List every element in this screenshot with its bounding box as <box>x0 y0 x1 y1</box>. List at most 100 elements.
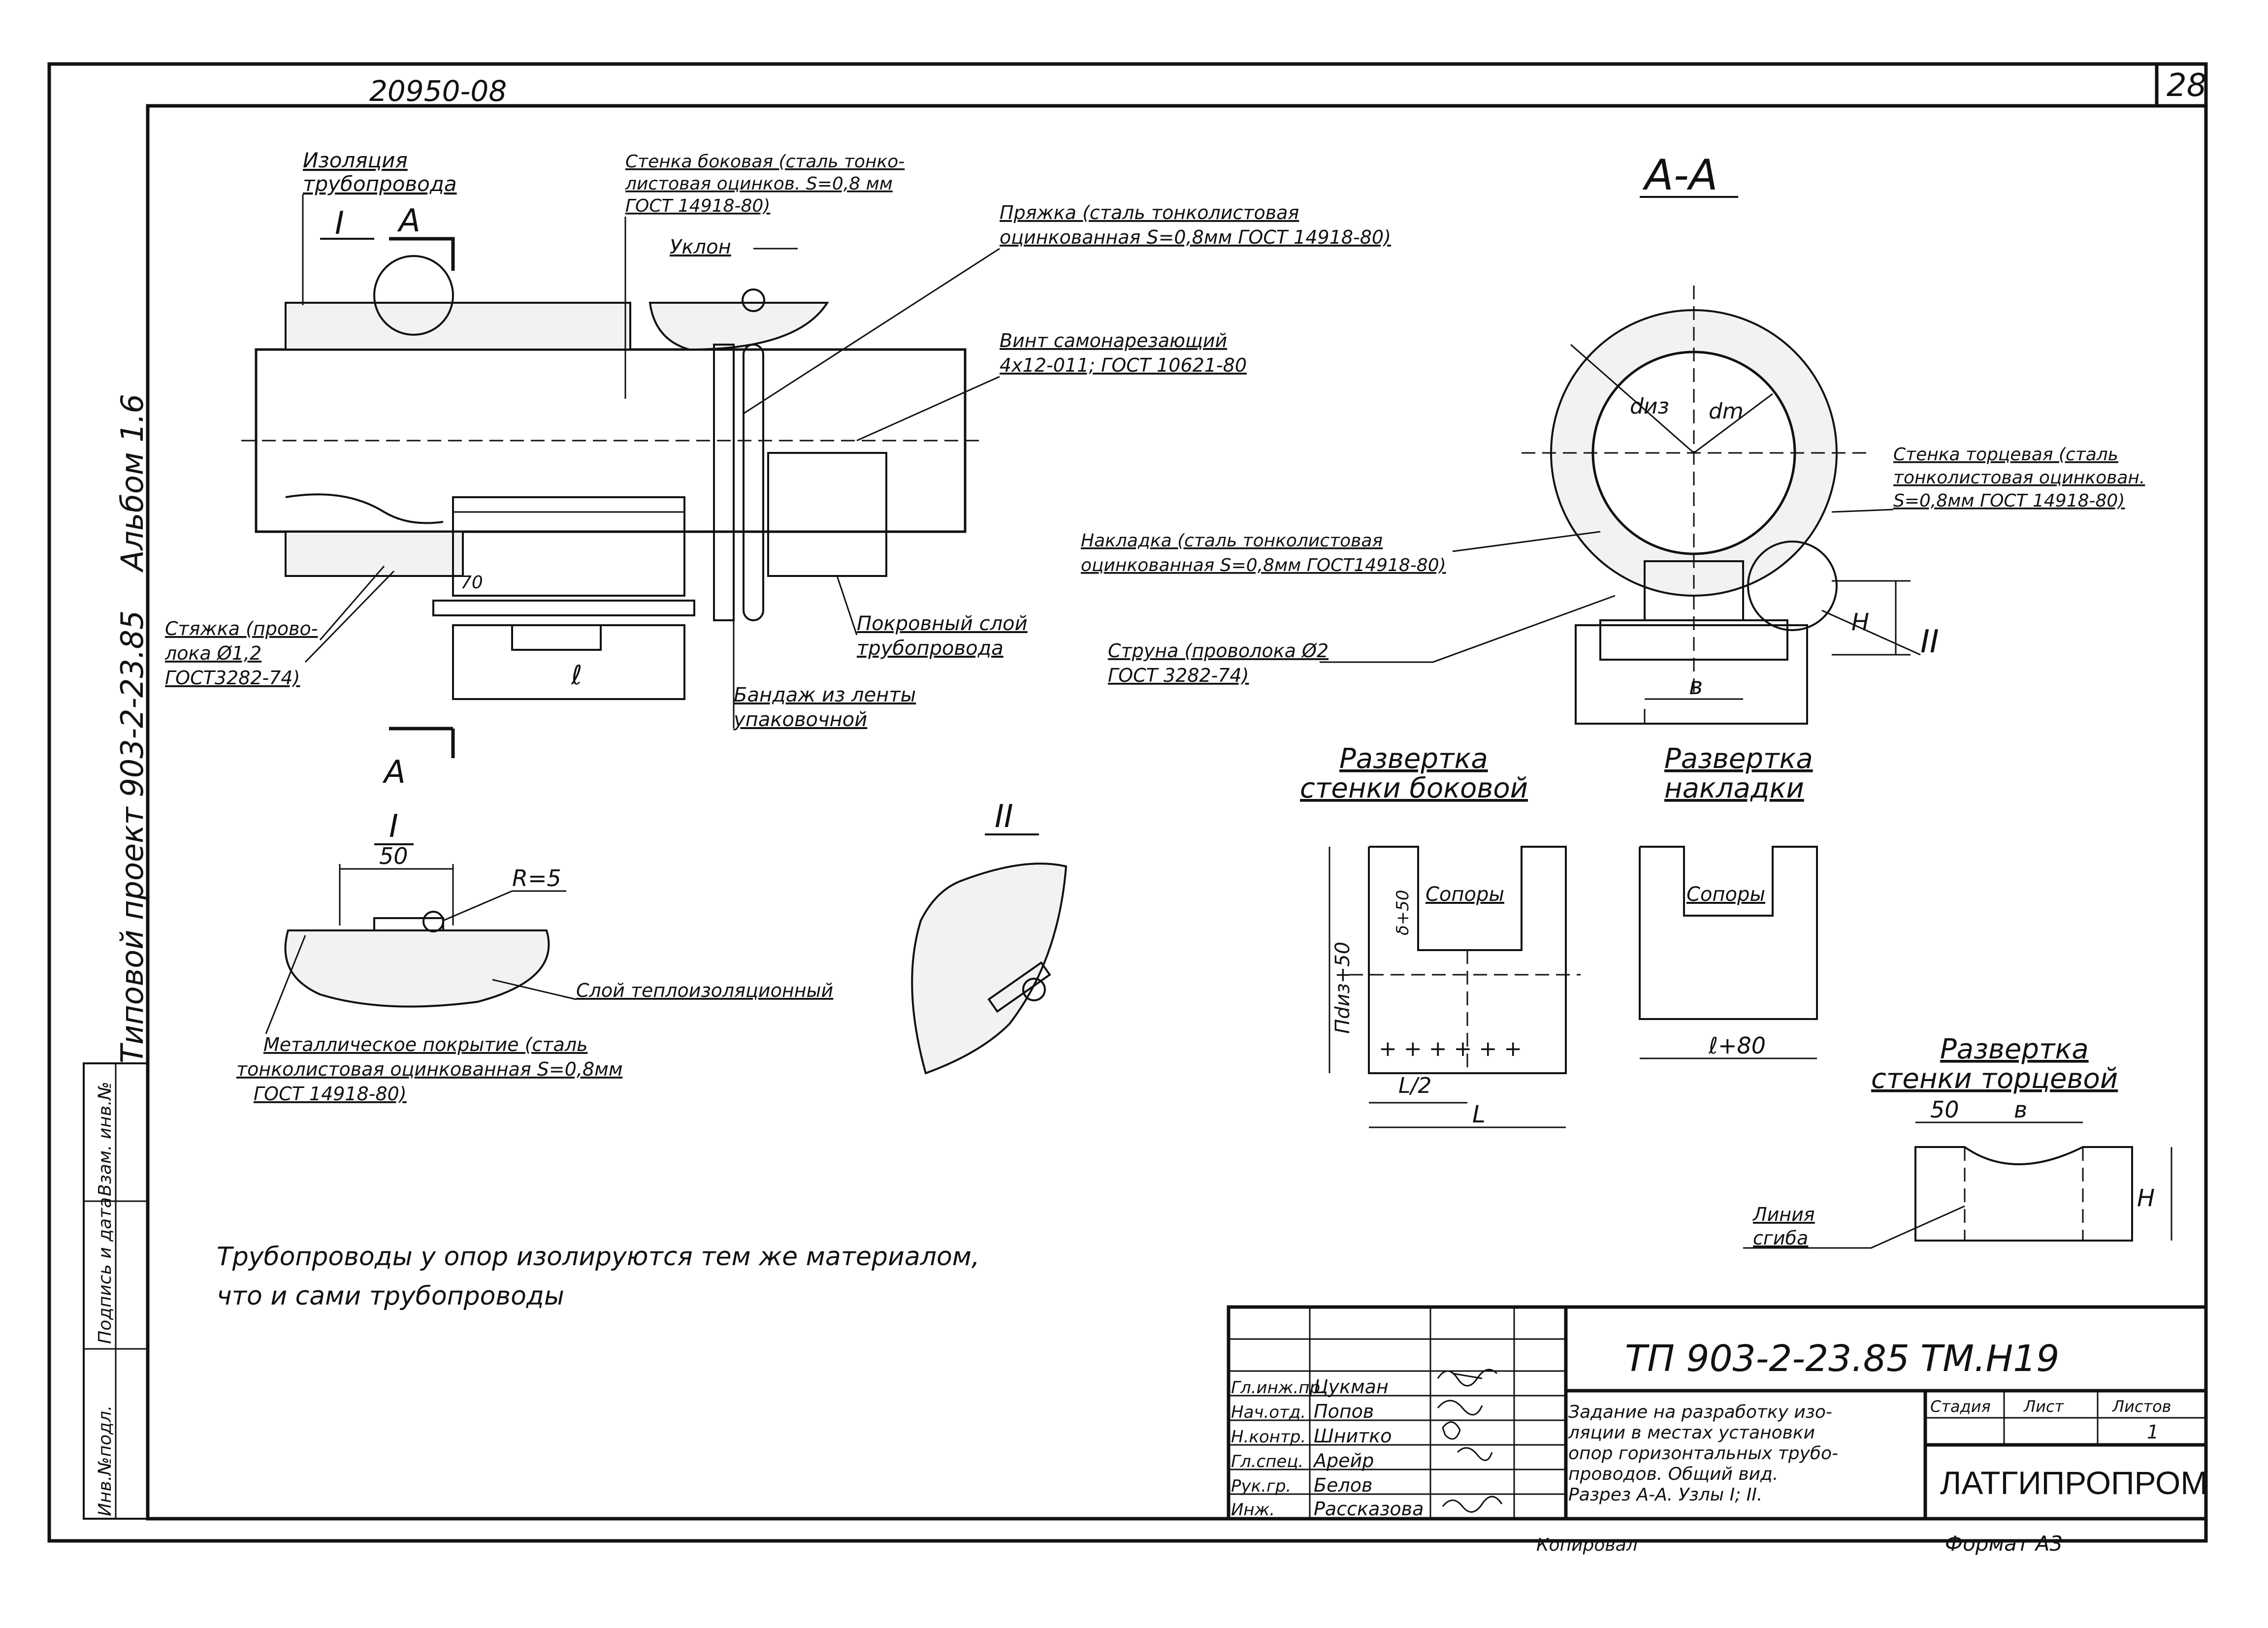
development-end-dim-50: 50 <box>1930 1096 1959 1123</box>
sheets-value: 1 <box>2147 1421 2159 1443</box>
node-I-mark: I <box>335 205 344 242</box>
development-overlay: Развертка накладки Сопоры ℓ+80 <box>1639 743 1818 1059</box>
node-II-mark: II <box>1920 624 1939 660</box>
side-wall-label-1: Стенка боковая (сталь тонко- <box>625 152 905 172</box>
development-end-dim-b: в <box>2014 1096 2027 1123</box>
development-end-title-2: стенки торцевой <box>1871 1063 2118 1095</box>
name-2: Шнитко <box>1314 1425 1392 1447</box>
development-overlay-support: Сопоры <box>1686 883 1765 906</box>
role-2: Н.контр. <box>1231 1427 1306 1447</box>
cover-layer-label-2: трубопровода <box>857 637 1004 660</box>
detail-II: II <box>911 798 1068 1075</box>
archive-number: 20950-08 <box>369 74 507 108</box>
d-m-label: dm <box>1709 399 1744 424</box>
name-4: Белов <box>1314 1474 1372 1496</box>
development-side-title-2: стенки боковой <box>1300 772 1528 804</box>
node-I-circle <box>373 255 454 336</box>
description-line-5: Разрез А-А. Узлы I; II. <box>1568 1485 1762 1505</box>
section-support-base <box>1575 624 1808 725</box>
buckle <box>743 344 764 621</box>
development-side-support: Сопоры <box>1426 883 1504 906</box>
title-block: ТП 903-2-23.85 ТМ.Н19 Гл.инж.пр. Нач.отд… <box>1227 1305 2208 1556</box>
development-side-title-1: Развертка <box>1339 743 1488 775</box>
main-view-labels: Изоляция трубопровода Стенка боковая (ст… <box>164 148 1391 731</box>
outer-frame <box>47 62 2208 1543</box>
role-5: Инж. <box>1231 1500 1275 1520</box>
album-label: Альбом 1.6 <box>114 394 150 573</box>
section-dim-b: в <box>1689 672 1703 700</box>
signature-0 <box>1437 1369 1498 1387</box>
detail-I-section <box>284 929 550 1008</box>
development-end-outline <box>1914 1146 2133 1242</box>
project-label: Типовой проект 903-2-23.85 <box>114 610 150 1063</box>
signature-5 <box>1442 1496 1503 1513</box>
screw-label-2: 4х12-011; ГОСТ 10621-80 <box>1000 354 1247 376</box>
section-aa-title: А-А <box>1642 151 1718 200</box>
description-line-1: Задание на разработку изо- <box>1568 1402 1832 1422</box>
note-line-1: Трубопроводы у опор изолируются тем же м… <box>217 1242 980 1272</box>
dim-70: 70 <box>460 573 483 593</box>
string-label-1: Струна (проволока Ø2 <box>1108 640 1328 662</box>
insulation-top <box>285 302 631 351</box>
stamp-sign-label: Подпись и дата <box>95 1197 115 1344</box>
string-label-2: ГОСТ 3282-74) <box>1108 665 1249 686</box>
detail-II-title: II <box>995 798 1013 835</box>
development-side-dim-small: δ+50 <box>1393 890 1413 935</box>
signature-2 <box>1442 1421 1493 1461</box>
tie-label-3: ГОСТ3282-74) <box>165 667 300 689</box>
development-overlay-title-2: накладки <box>1664 772 1804 804</box>
development-overlay-outline <box>1639 846 1818 1020</box>
overlay-label-2: оцинкованная S=0,8мм ГОСТ14918-80) <box>1081 555 1446 575</box>
development-end: Развертка стенки торцевой 50 в H Линия с… <box>1743 1033 2172 1249</box>
pipe-stub <box>767 452 887 577</box>
development-end-dim-H: H <box>2137 1184 2155 1212</box>
sheets-header: Листов <box>2112 1397 2171 1416</box>
section-dim-h: H <box>1851 608 1869 636</box>
detail-I-radius: R=5 <box>512 865 561 892</box>
detail-I-dim-50: 50 <box>379 843 408 869</box>
section-aa: А-А dиз dm H в II Стенка торцевая (сталь… <box>1081 151 2145 725</box>
role-4: Рук.гр. <box>1231 1476 1291 1496</box>
band <box>713 344 735 621</box>
name-5: Рассказова <box>1314 1498 1424 1520</box>
title-mark: ТМ.Н19 <box>1920 1338 2059 1380</box>
end-wall-label-2: тонколистовая оцинкован. <box>1893 468 2145 488</box>
description-line-4: проводов. Общий вид. <box>1568 1464 1778 1484</box>
section-a-bottom: А <box>382 754 406 791</box>
side-wall-label-2: листовая оцинков. S=0,8 мм <box>625 174 893 194</box>
stamp-replace-label: Взам. инв.№ <box>95 1082 115 1196</box>
node-II-circle <box>1747 541 1838 631</box>
support-base <box>452 624 685 700</box>
d-iz-label: dиз <box>1630 394 1669 419</box>
sheet-header: Лист <box>2023 1397 2064 1416</box>
development-side-dim-L: L <box>1472 1101 1486 1128</box>
screw-label-1: Винт самонарезающий <box>1000 330 1227 351</box>
development-overlay-title-1: Развертка <box>1664 743 1813 775</box>
svg-text:+ + + + + +: + + + + + + <box>1379 1036 1522 1061</box>
copied-label: Копировал <box>1536 1535 1638 1555</box>
insulation-cut <box>648 302 829 351</box>
name-3: Арейр <box>1312 1450 1374 1471</box>
support-saddle <box>452 496 685 597</box>
description-line-3: опор горизонтальных трубо- <box>1568 1443 1838 1464</box>
insulation-bottom <box>285 531 464 577</box>
name-1: Попов <box>1314 1401 1374 1422</box>
end-wall-label-3: S=0,8мм ГОСТ 14918-80) <box>1893 491 2125 511</box>
fold-line-label-1: Линия <box>1752 1204 1815 1225</box>
development-side-dim-vertical: Пdиз+50 <box>1331 942 1354 1034</box>
role-1: Нач.отд. <box>1231 1403 1306 1422</box>
metal-cover-label-2: тонколистовая оцинкованная S=0,8мм <box>236 1058 623 1080</box>
tie-label-2: лока Ø1,2 <box>164 642 261 664</box>
format-label: Формат А3 <box>1945 1532 2063 1556</box>
metal-cover-label-1: Металлическое покрытие (сталь <box>263 1034 588 1055</box>
title-code: ТП 903-2-23.85 <box>1625 1338 1910 1380</box>
development-side: Развертка стенки боковой + + + + + + Соп… <box>1300 743 1581 1128</box>
buckle-label-2: оцинкованная S=0,8мм ГОСТ 14918-80) <box>1000 226 1391 248</box>
buckle-label-1: Пряжка (сталь тонколистовая <box>1000 202 1299 223</box>
note-line-2: что и сами трубопроводы <box>217 1281 564 1311</box>
development-overlay-dim: ℓ+80 <box>1708 1032 1766 1059</box>
role-3: Гл.спец. <box>1231 1452 1303 1471</box>
stage-header: Стадия <box>1930 1397 1991 1416</box>
inner-frame <box>146 104 2208 1521</box>
